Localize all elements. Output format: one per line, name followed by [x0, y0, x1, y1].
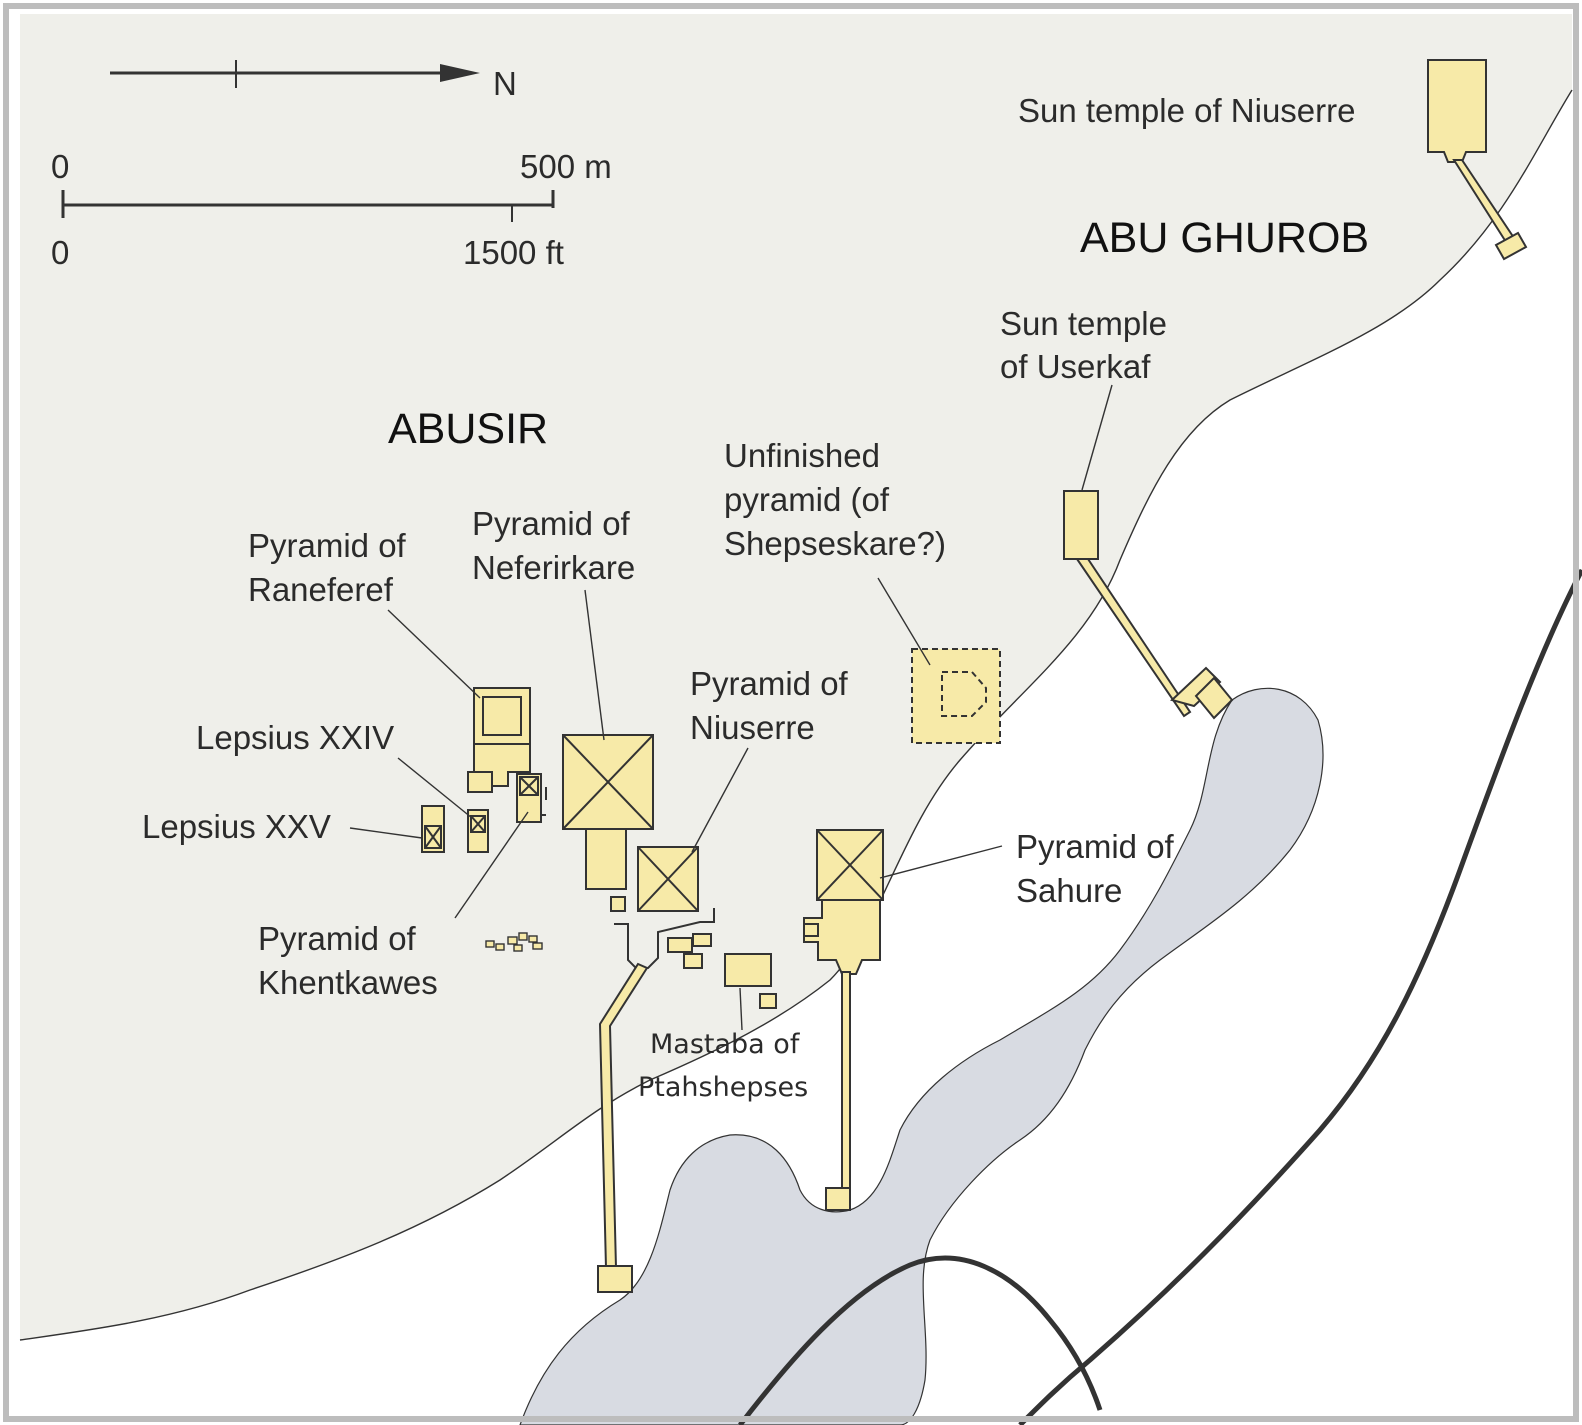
scale-top-end: 500 m [520, 148, 612, 185]
leader-mastaba-ptahshepses [739, 987, 743, 1031]
scale-bottom-start: 0 [51, 234, 69, 271]
label-unfinished-pyramid-line1: Unfinished [724, 437, 880, 474]
road-curve [738, 1255, 1103, 1425]
road-diagonal [1018, 568, 1582, 1425]
leader-pyramid-khentkawes [454, 811, 529, 919]
label-pyramid-niuserre-line2: Niuserre [690, 709, 815, 746]
label-sun-temple-userkaf-line2: of Userkaf [1000, 348, 1151, 385]
label-pyramid-raneferef-line1: Pyramid of [248, 527, 407, 564]
label-unfinished-pyramid-line2: pyramid (of [724, 481, 890, 518]
leader-pyramid-niuserre [691, 747, 749, 853]
pyramid-khentkawes-plan [516, 773, 547, 823]
scale-top-start: 0 [51, 148, 69, 185]
leader-pyramid-neferirkare [584, 589, 605, 741]
label-sun-temple-niuserre: Sun temple of Niuserre [1018, 92, 1356, 129]
label-pyramid-neferirkare-line2: Neferirkare [472, 549, 635, 586]
region-abusir: ABUSIR [388, 405, 548, 453]
label-lepsius-xxv: Lepsius XXV [142, 808, 331, 845]
pyramid-niuserre-plan [637, 846, 712, 969]
niuserre-causeway [597, 962, 649, 1293]
sun-temple-niuserre-plan [1427, 59, 1528, 261]
niuserre-valley-enclosure [614, 908, 715, 969]
desert-edge-line [19, 89, 1573, 1341]
label-mastaba-ptahshepses-line2: Ptahshepses [638, 1072, 808, 1103]
leader-pyramid-sahure [879, 845, 1003, 879]
label-pyramid-raneferef-line2: Raneferef [248, 571, 394, 608]
leader-sun-temple-userkaf [1081, 384, 1113, 491]
pyramid-raneferef-plan [467, 687, 531, 793]
pyramid-neferirkare-plan [562, 734, 654, 912]
leader-lepsius-xxiv [397, 757, 473, 819]
lake-abusir [519, 687, 1324, 1425]
region-abu-ghurob: ABU GHUROB [1080, 214, 1369, 262]
label-pyramid-sahure-line1: Pyramid of [1016, 828, 1175, 865]
label-pyramid-khentkawes-line2: Khentkawes [258, 964, 438, 1001]
label-unfinished-pyramid-line3: Shepseskare?) [724, 525, 946, 562]
north-arrow: N [110, 60, 517, 102]
label-lepsius-xxiv: Lepsius XXIV [196, 719, 394, 756]
label-mastaba-ptahshepses-line1: Mastaba of [650, 1029, 801, 1060]
lepsius-xxv-plan [421, 805, 445, 853]
label-pyramid-khentkawes-line1: Pyramid of [258, 920, 417, 957]
leader-unfinished-pyramid [877, 577, 931, 666]
lepsius-xxiv-plan [467, 809, 489, 853]
mastaba-cluster [485, 932, 543, 952]
map-border [3, 3, 1579, 1422]
label-pyramid-sahure-line2: Sahure [1016, 872, 1122, 909]
north-arrow-head [440, 64, 480, 82]
leader-lepsius-xxv [349, 827, 423, 839]
scale-bottom-end: 1500 ft [463, 234, 564, 271]
leader-pyramid-raneferef [387, 609, 481, 699]
label-pyramid-niuserre-line1: Pyramid of [690, 665, 849, 702]
desert-plateau [20, 14, 1572, 1340]
sahure-causeway [825, 971, 851, 1211]
label-sun-temple-userkaf-line1: Sun temple [1000, 305, 1167, 342]
pyramid-sahure-plan [803, 829, 884, 975]
scale-bar: 0 500 m 0 1500 ft [51, 148, 612, 271]
label-pyramid-neferirkare-line1: Pyramid of [472, 505, 631, 542]
sun-temple-userkaf-plan [1063, 490, 1234, 720]
north-label: N [493, 65, 517, 102]
mastaba-ptahshepses-plan [724, 953, 777, 1009]
unfinished-pyramid-plan [911, 648, 1001, 744]
